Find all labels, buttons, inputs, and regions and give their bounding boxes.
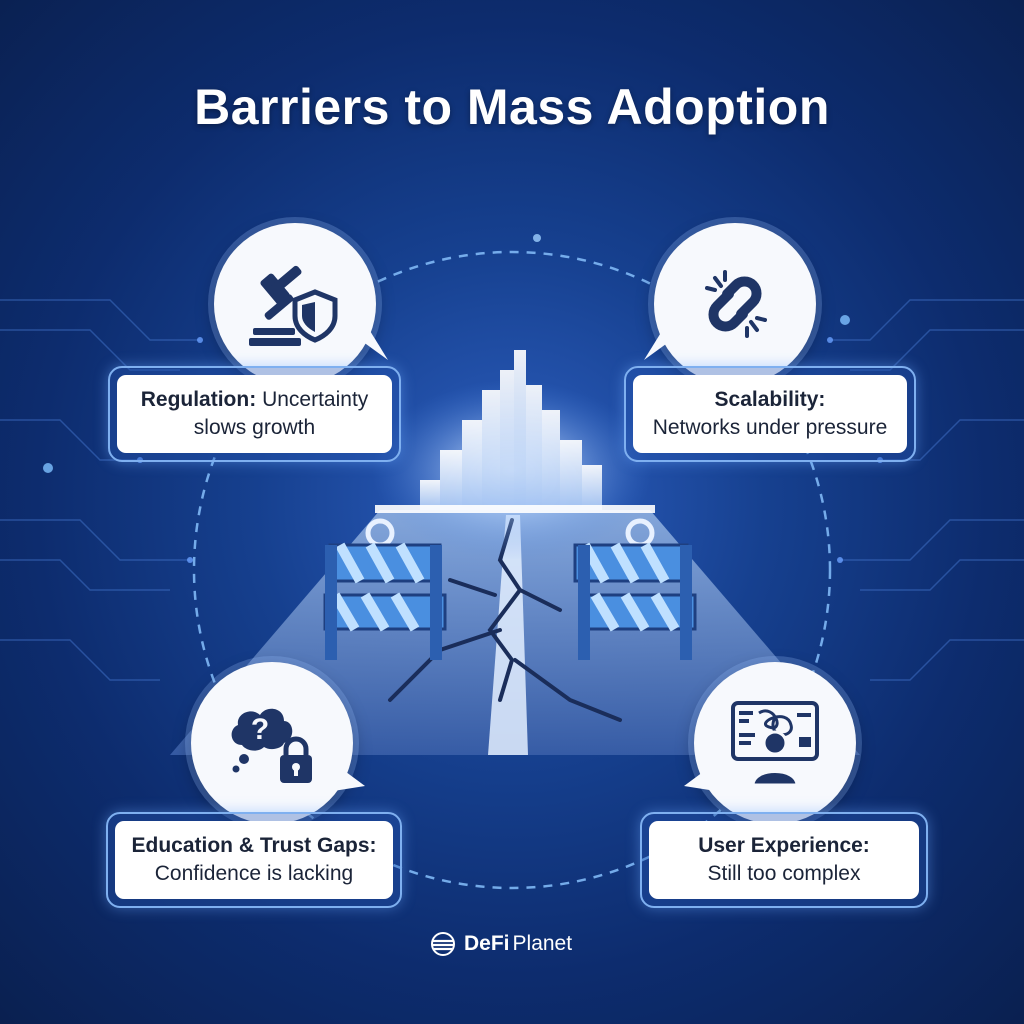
logo-brand-rest: Planet [512, 932, 573, 955]
card-text: Still too complex [707, 862, 861, 885]
card-line: Regulation: Uncertainty [141, 386, 369, 414]
card-heading: Regulation: [140, 388, 257, 411]
card-text: Uncertainty [262, 388, 369, 411]
card-heading: Scalability: [714, 388, 826, 411]
road-center-line [488, 515, 528, 755]
planet-logo-icon [431, 932, 455, 956]
question-lock-icon: ? [231, 708, 312, 783]
circuit-traces [0, 299, 1024, 681]
user-experience-card: User Experience: Still too complex [640, 812, 928, 908]
user-experience-bubble [684, 662, 856, 824]
bubble-tail [344, 318, 388, 360]
page-title: Barriers to Mass Adoption [194, 79, 830, 135]
barricade-left [323, 518, 447, 660]
bubble-tail [684, 752, 730, 792]
regulation-card: Regulation: Uncertainty slows growth [108, 366, 401, 462]
defi-planet-logo: DeFi Planet [430, 928, 572, 960]
bubble-tail [644, 318, 688, 360]
gavel-shield-icon [249, 265, 338, 346]
broken-chain-icon [705, 270, 767, 338]
education-card: Education & Trust Gaps: Confidence is la… [106, 812, 402, 908]
card-heading: User Experience: [698, 834, 870, 857]
education-bubble: ? [191, 662, 365, 824]
svg-text:?: ? [251, 713, 269, 746]
dashed-ring [192, 250, 832, 890]
scalability-card: Scalability: Networks under pressure [624, 366, 916, 462]
card-text: Networks under pressure [652, 416, 888, 439]
regulation-bubble [214, 223, 388, 385]
card-text: Confidence is lacking [154, 862, 354, 885]
barricade-right [573, 518, 697, 660]
bubble-tail [319, 752, 365, 792]
complex-interface-user-icon [731, 701, 819, 787]
logo-brand-bold: DeFi [464, 932, 510, 955]
scalability-bubble [644, 223, 816, 385]
card-text-line2: slows growth [193, 416, 316, 439]
card-heading: Education & Trust Gaps: [131, 834, 377, 857]
city-skyline [420, 350, 602, 510]
